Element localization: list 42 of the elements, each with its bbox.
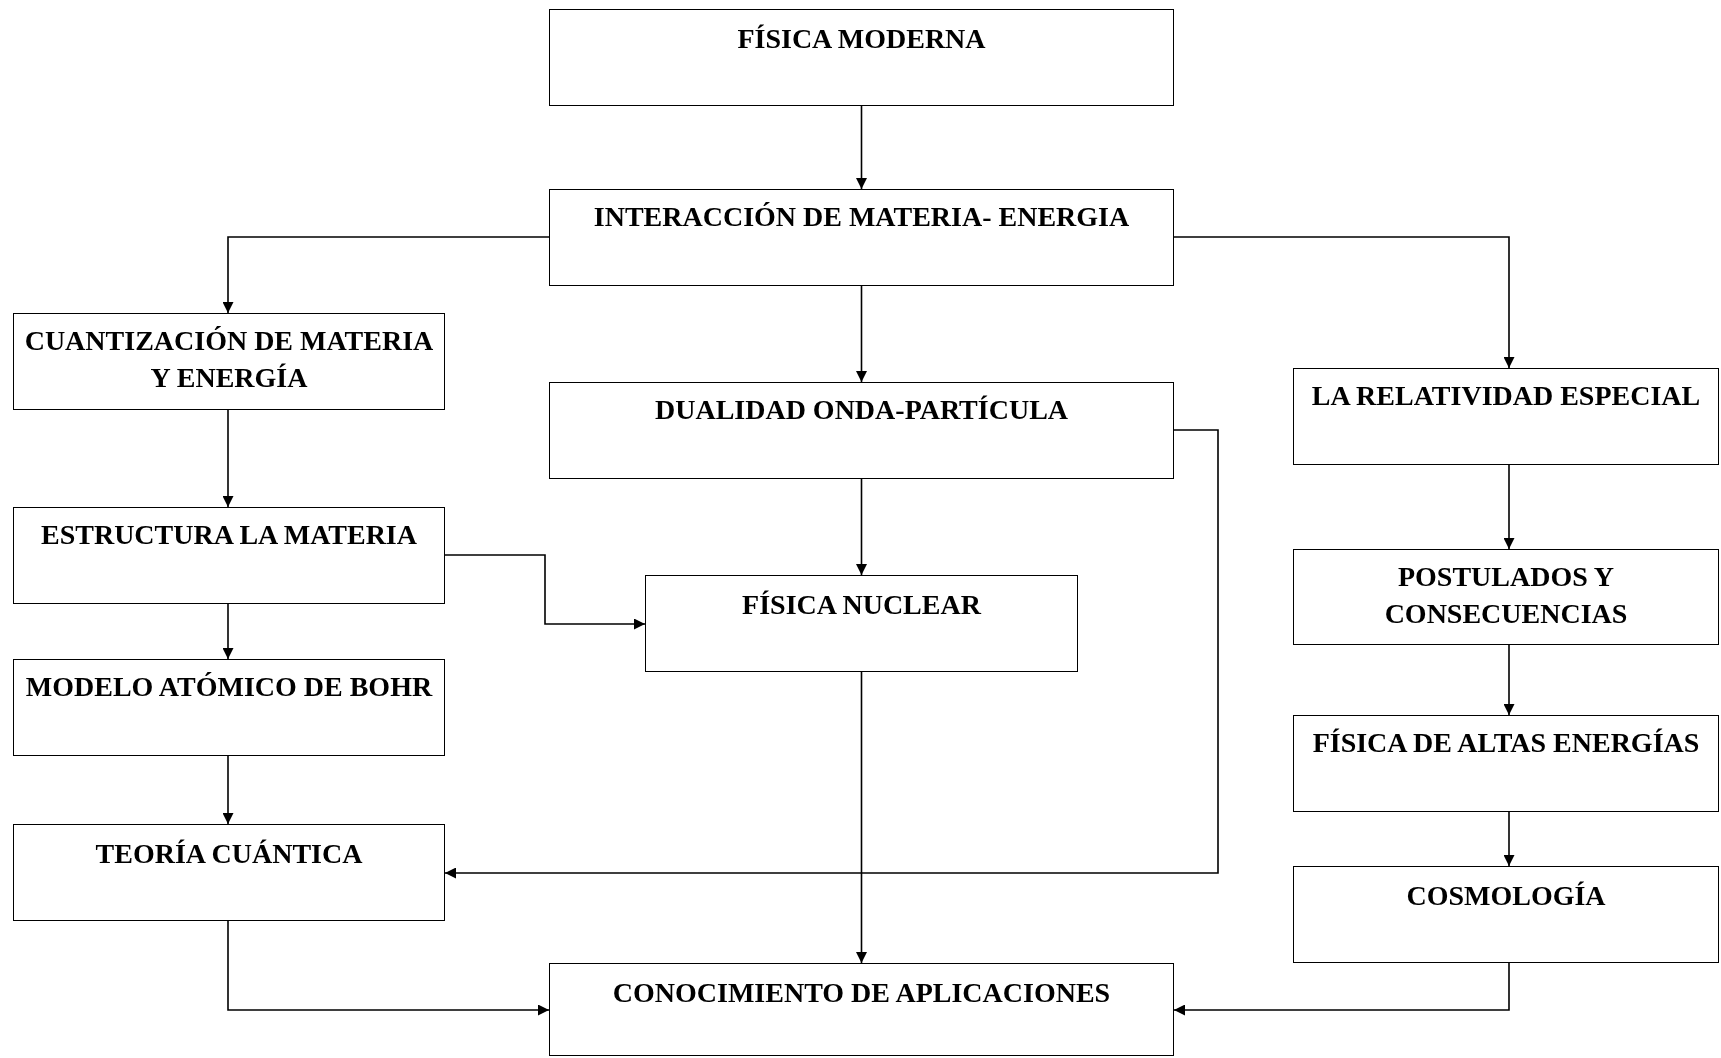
arrow bbox=[222, 603, 234, 660]
box-label: COSMOLOGÍA bbox=[1406, 879, 1606, 913]
arrow bbox=[1173, 236, 1515, 369]
process-box bbox=[645, 575, 1078, 672]
process-box bbox=[549, 189, 1174, 286]
arrow bbox=[222, 755, 234, 825]
arrow bbox=[1503, 464, 1515, 550]
arrow bbox=[856, 671, 867, 964]
process-box bbox=[13, 507, 445, 604]
box-label: DUALIDAD ONDA-PARTÍCULA bbox=[654, 393, 1069, 427]
arrow bbox=[1503, 811, 1515, 867]
arrow bbox=[1503, 644, 1515, 716]
process-box bbox=[1293, 866, 1719, 963]
box-label: CUANTIZACIÓN DE MATERIA Y ENERGÍA bbox=[23, 324, 435, 395]
box-label: LA RELATIVIDAD ESPECIAL bbox=[1311, 379, 1701, 413]
arrow bbox=[222, 236, 550, 314]
arrow bbox=[1173, 962, 1510, 1016]
box-label: FÍSICA NUCLEAR bbox=[742, 588, 981, 622]
arrow bbox=[856, 478, 867, 576]
process-box bbox=[13, 824, 445, 921]
arrow bbox=[444, 429, 1219, 879]
box-label: CONOCIMIENTO DE APLICACIONES bbox=[612, 976, 1111, 1010]
arrow bbox=[227, 920, 550, 1016]
process-box bbox=[1293, 549, 1719, 645]
box-label: FÍSICA MODERNA bbox=[737, 22, 986, 56]
process-box bbox=[549, 9, 1174, 106]
box-label: INTERACCIÓN DE MATERIA- ENERGIA bbox=[593, 200, 1130, 234]
process-box bbox=[549, 382, 1174, 479]
arrow bbox=[856, 285, 867, 383]
process-box bbox=[13, 313, 445, 410]
process-box bbox=[13, 659, 445, 756]
process-box bbox=[549, 963, 1174, 1056]
process-box bbox=[1293, 715, 1719, 812]
box-label: TEORÍA CUÁNTICA bbox=[95, 837, 363, 871]
process-box bbox=[1293, 368, 1719, 465]
box-label: ESTRUCTURA LA MATERIA bbox=[41, 518, 417, 552]
box-label: FÍSICA DE ALTAS ENERGÍAS bbox=[1312, 726, 1700, 760]
box-label: POSTULADOS Y CONSECUENCIAS bbox=[1383, 560, 1629, 631]
box-label: MODELO ATÓMICO DE BOHR bbox=[25, 670, 433, 704]
arrow bbox=[222, 409, 234, 508]
arrow bbox=[856, 105, 867, 190]
arrow bbox=[444, 554, 646, 630]
